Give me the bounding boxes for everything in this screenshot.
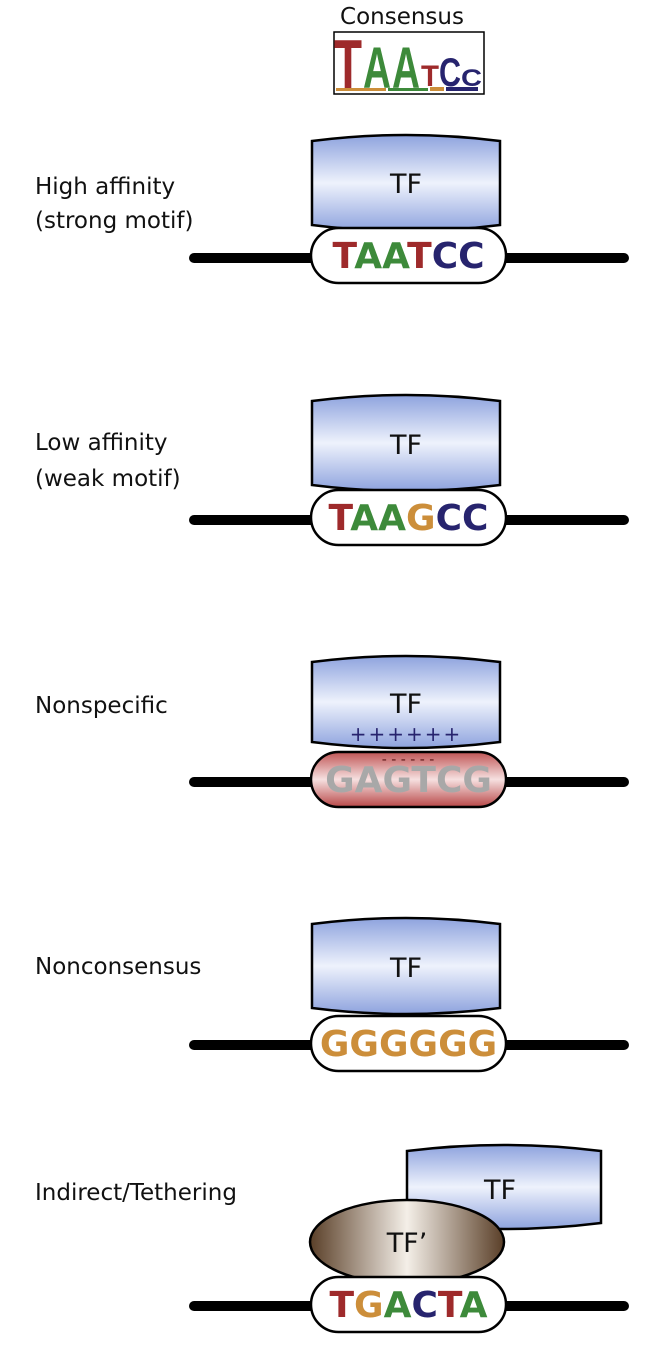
- binding-site: [309, 488, 508, 547]
- nonspecific-binding-site: [309, 750, 508, 809]
- logo-baseline-mark: [388, 88, 428, 91]
- motif-sequence: GGGGGG: [320, 1024, 497, 1065]
- tf-protein-box: [310, 654, 502, 750]
- binding-site: [309, 1275, 508, 1334]
- logo-letter-c2: C: [461, 65, 482, 92]
- nonspecific-sequence: GAGTCG: [325, 760, 492, 801]
- logo-baseline-mark: [336, 88, 386, 91]
- panel-label-line: Nonspecific: [35, 693, 168, 719]
- logo-letter-c1: C: [439, 51, 461, 95]
- tf-label: TF: [389, 169, 422, 200]
- binding-site: [309, 1014, 508, 1073]
- panel-label-line: (weak motif): [35, 466, 181, 492]
- tf-prime-label: TF’: [386, 1228, 428, 1259]
- panel-nonspecific: Nonspecific TF ++++++ - - - - - - GAGTCG: [35, 654, 629, 809]
- tf-label: TF: [483, 1175, 516, 1206]
- binding-site: [309, 226, 508, 285]
- panel-label-line: High affinity: [35, 174, 175, 200]
- panel-high-affinity: High affinity (strong motif) TF TAATCC: [35, 133, 629, 285]
- tf-label: TF: [389, 430, 422, 461]
- motif-sequence: TAAGCC: [329, 498, 489, 539]
- tf-label: TF: [389, 689, 422, 720]
- logo-letter-t1: T: [334, 25, 362, 103]
- logo-baseline-mark: [430, 87, 444, 91]
- consensus-logo: Consensus T A A T C C: [333, 4, 485, 103]
- panel-indirect-tethering: Indirect/Tethering TF TF’ TGACTA: [35, 1143, 629, 1334]
- logo-letter-a2: A: [392, 36, 420, 101]
- motif-sequence: TAATCC: [332, 236, 484, 277]
- panel-low-affinity: Low affinity (weak motif) TF TAAGCC: [35, 393, 629, 547]
- tf-protein-box: [310, 916, 502, 1016]
- panel-label-line: Nonconsensus: [35, 954, 201, 980]
- logo-baseline-mark: [446, 87, 478, 91]
- panel-nonconsensus: Nonconsensus TF GGGGGG: [35, 916, 629, 1073]
- panel-label-line: Indirect/Tethering: [35, 1180, 237, 1206]
- logo-letter-a1: A: [363, 36, 391, 101]
- motif-sequence: TGACTA: [329, 1285, 487, 1326]
- consensus-title: Consensus: [340, 4, 464, 30]
- logo-frame: [333, 31, 485, 95]
- negative-charges: - - - - - -: [382, 752, 435, 768]
- panel-label-line: (strong motif): [35, 208, 193, 234]
- logo-letter-t2: T: [421, 60, 439, 93]
- positive-charges: ++++++: [350, 722, 463, 746]
- tf-label: TF: [389, 953, 422, 984]
- panel-label-line: Low affinity: [35, 430, 168, 456]
